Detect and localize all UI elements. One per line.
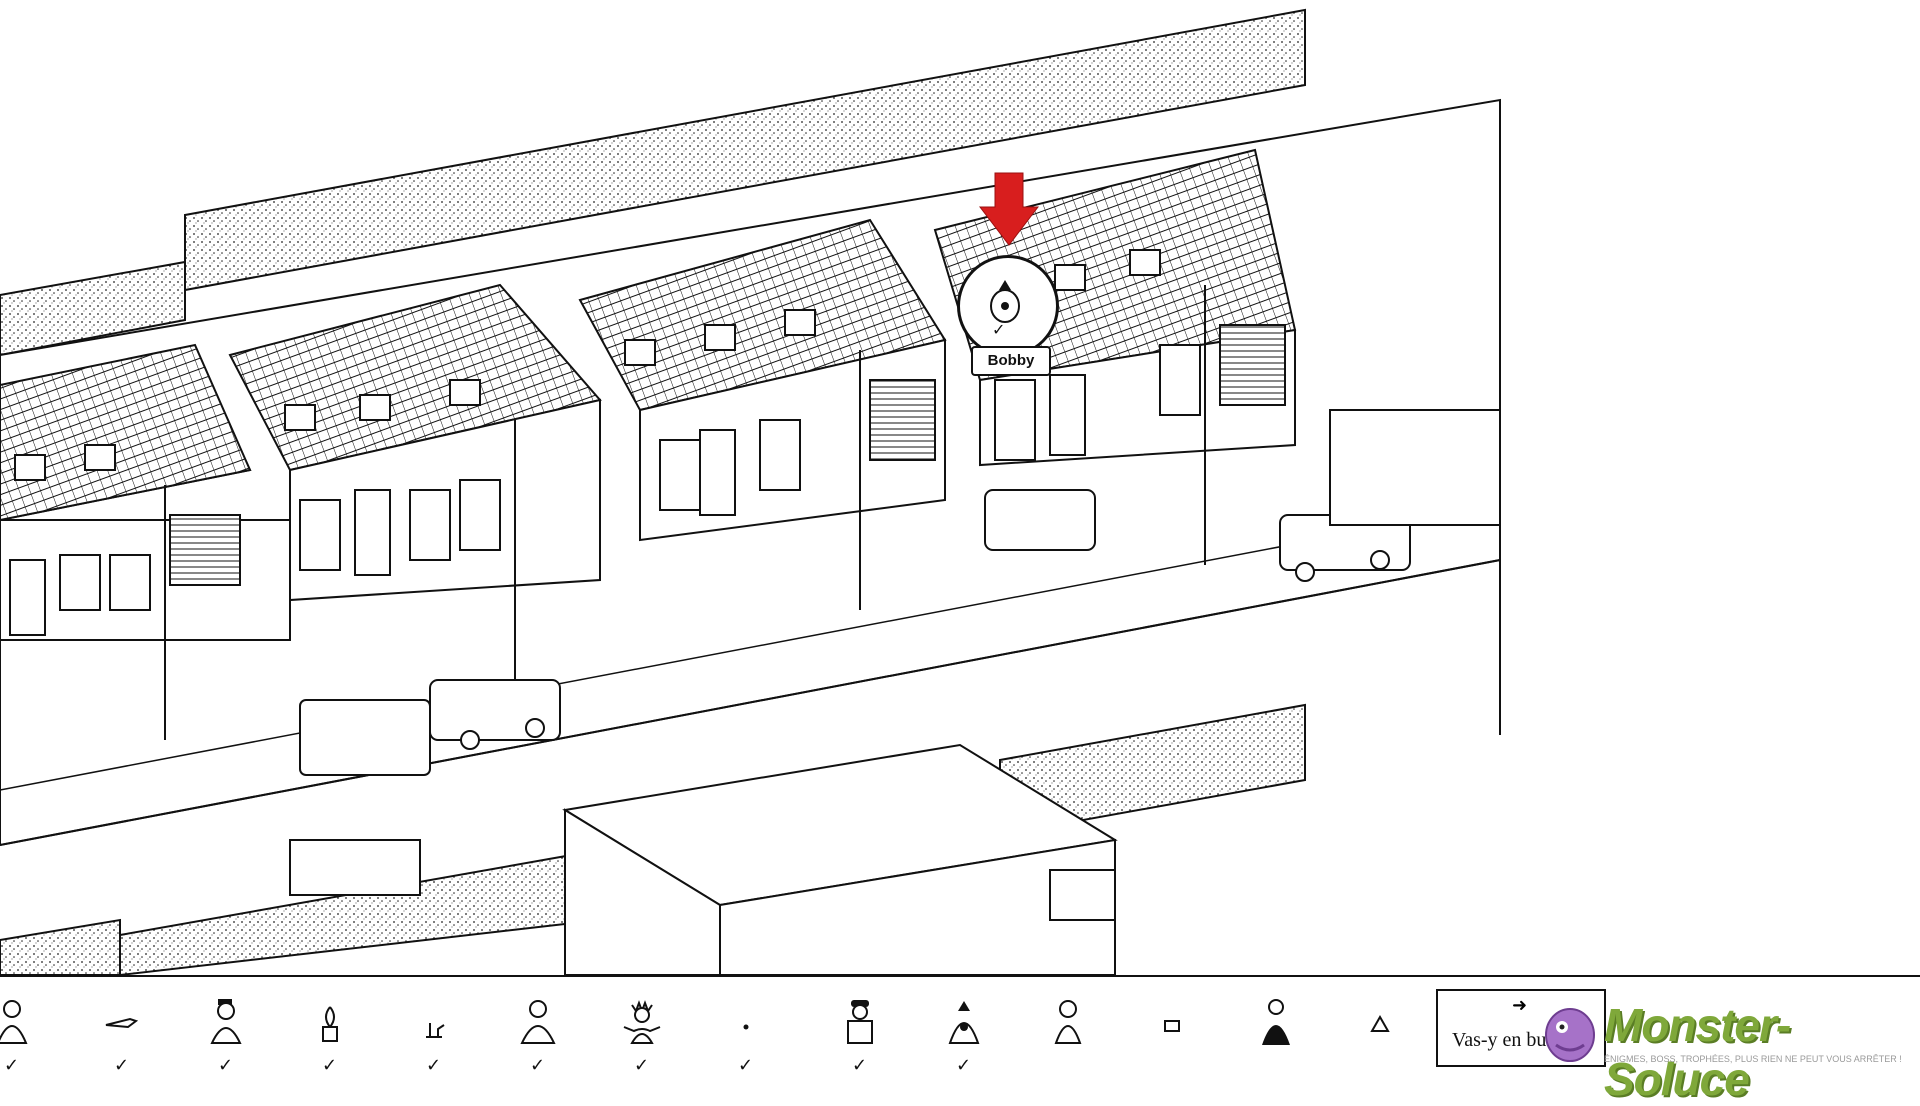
person-icon [1054,1000,1082,1044]
target-slot-14[interactable] [1350,977,1410,1082]
person-icon [520,1000,556,1044]
knife-icon [105,1017,139,1029]
found-character-ring [957,255,1059,357]
found-check: ✓ [852,1055,868,1076]
street-lamps [164,285,1206,740]
found-check: ✓ [218,1055,234,1076]
found-check: ✓ [634,1055,650,1076]
character-name-label: Bobby [971,346,1051,376]
target-slot-5[interactable]: ✓ [404,977,464,1082]
found-marker [978,172,1040,246]
target-slot-7[interactable]: ✓ [612,977,672,1082]
found-check: ✓ [530,1055,546,1076]
hooded-person-icon [990,280,1020,323]
found-check: ✓ [322,1055,338,1076]
watermark-text: Monster-Soluce [1604,999,1791,1105]
monster-mascot-icon [1545,1008,1595,1062]
hooded-person-icon [948,1001,980,1044]
dark-coat-person-icon [1262,999,1290,1045]
lower-block [0,703,1306,975]
arrow-right-icon: ➜ [1512,995,1528,1016]
target-list-bar: ✓ ✓ ✓ ✓ ✓ ✓ ✓ ✓ ✓ ✓ [0,975,1920,1105]
target-slot-11[interactable] [1038,977,1098,1082]
watermark-logo: Monster-Soluce ÉNIGMES, BOSS, TROPHÉES, … [1540,992,1920,1105]
envelope-icon [1164,1020,1180,1032]
person-icon [0,1000,28,1044]
cars [299,409,1501,776]
person-with-hat-icon [210,999,242,1044]
target-slot-8[interactable]: ✓ [716,977,776,1082]
dot-icon [743,1024,749,1030]
target-slot-9[interactable]: ✓ [830,977,890,1082]
red-arrow-icon [978,172,1040,246]
target-slot-3[interactable]: ✓ [196,977,256,1082]
target-slot-1[interactable]: ✓ [0,977,42,1082]
game-scene[interactable] [0,0,1920,975]
target-slot-13[interactable] [1246,977,1306,1082]
pyramid-icon [1370,1014,1390,1032]
target-slot-4[interactable]: ✓ [300,977,360,1082]
target-slot-10[interactable]: ✓ [934,977,994,1082]
take-bus-label: Vas-y en bus ! [1452,1029,1566,1051]
target-slot-2[interactable]: ✓ [92,977,152,1082]
spiky-hair-person-icon [623,1000,661,1044]
person-with-cap-icon [847,1000,873,1044]
found-checkmark: ✓ [992,320,1006,339]
found-check: ✓ [738,1055,754,1076]
house-row [0,148,1297,641]
potted-plant-icon [322,1006,338,1042]
watermark-subtitle: ÉNIGMES, BOSS, TROPHÉES, PLUS RIEN NE PE… [1604,1054,1902,1064]
found-check: ✓ [4,1055,20,1076]
hedge-row-top [0,8,1306,357]
target-slot-12[interactable] [1142,977,1202,1082]
target-slot-6[interactable]: ✓ [508,977,568,1082]
found-check: ✓ [426,1055,442,1076]
small-animal-icon [426,1023,445,1038]
found-check: ✓ [956,1055,972,1076]
found-check: ✓ [114,1055,130,1076]
